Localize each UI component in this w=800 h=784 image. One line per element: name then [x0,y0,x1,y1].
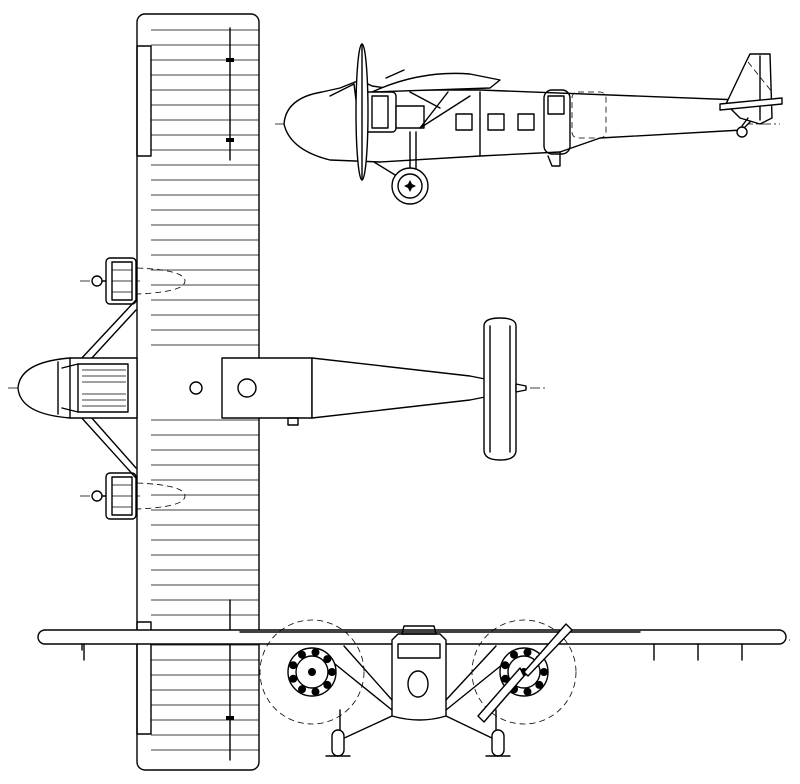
front-strut-r2 [445,659,509,711]
side-view-tail [719,53,783,138]
front-view [37,619,790,757]
strut-lower [79,415,137,479]
engine-cylinder [298,650,306,659]
engine-nacelle-upper [80,257,186,305]
engine-cylinder [523,687,532,696]
side-strut-2 [419,91,449,129]
engine-cylinder [535,680,544,689]
top-view [8,13,545,771]
engine-cylinder [501,661,510,670]
engine-cylinder [289,674,298,683]
hinge-1 [226,58,234,62]
front-view-engine-left [259,619,365,725]
engine-cylinder [328,668,336,676]
side-view [275,43,783,205]
hinge-4 [226,716,234,720]
engine-cylinder [289,661,298,670]
side-view-belly-fitting [547,151,561,167]
front-strut-l1 [343,645,393,701]
top-view-nose [17,357,203,419]
cabin-window-1 [455,113,473,131]
aileron-upper [136,45,152,157]
engine-cylinder [311,687,320,696]
side-strut-1 [419,95,471,129]
strut-upper-2 [89,309,137,361]
side-view-engine [355,43,441,181]
front-view-landing-gear [325,709,511,757]
side-view-main-gear [373,131,429,205]
side-view-wing [371,72,501,93]
engine-cylinder [323,655,332,664]
door-window [547,95,565,115]
wing-ribs [151,29,259,751]
front-view-fuselage [391,625,447,721]
top-view-tailplane [483,317,527,461]
cabin-window-3 [517,113,535,131]
engine-cylinder [510,650,518,659]
side-hatch [571,91,607,139]
top-view-fuselage [221,357,491,426]
strut-lower-2 [89,415,137,469]
engine-cylinder [323,680,332,689]
engine-cylinder [501,674,510,683]
cabin-window-2 [487,113,505,131]
front-strut-l2 [329,659,393,711]
hinge-2 [226,138,234,142]
aileron-lower [136,621,152,735]
engine-cylinder [311,648,320,657]
engine-cylinder [298,685,306,694]
front-view-engine-right [471,619,577,725]
front-strut-r1 [445,645,497,701]
cabin-door [543,89,571,155]
engine-cylinder [540,668,548,676]
side-view-windscreen [329,83,357,101]
engine-nacelle-lower [80,472,186,520]
engine-cylinder [523,648,532,657]
strut-upper [79,299,137,361]
